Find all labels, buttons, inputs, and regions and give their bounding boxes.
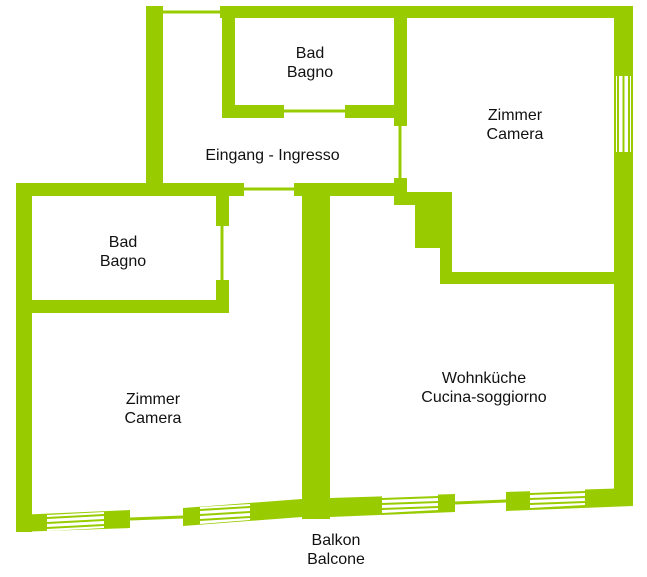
wall-bedroom-right-inner bbox=[440, 196, 452, 284]
window-right-wall bbox=[616, 76, 631, 152]
wall-bath-top-bottom-a bbox=[222, 105, 284, 118]
wall-central bbox=[302, 183, 330, 519]
wall-top bbox=[220, 6, 633, 18]
label-bath-left-de: Bad bbox=[108, 234, 138, 251]
label-kitchen-living: Wohnküche Cucina-soggiorno bbox=[404, 369, 564, 407]
label-bedroom-left-it: Camera bbox=[124, 410, 182, 427]
label-bedroom-left-de: Zimmer bbox=[125, 391, 181, 408]
wall-entrance-corner bbox=[146, 6, 163, 18]
wall-left bbox=[16, 183, 32, 532]
balcony-line-a bbox=[129, 515, 184, 521]
label-kitchen-living-de: Wohnküche bbox=[441, 370, 527, 387]
wall-bath-left-right-a bbox=[216, 183, 229, 226]
wall-bedroom-right-bottom bbox=[440, 272, 633, 284]
wall-bath-top-right bbox=[394, 10, 407, 126]
label-bedroom-right-de: Zimmer bbox=[487, 107, 543, 124]
wall-bath-left-bottom bbox=[16, 300, 229, 313]
window-bottom-1 bbox=[46, 512, 105, 531]
label-bath-top-de: Bad bbox=[295, 45, 325, 62]
balcony-line-b bbox=[454, 499, 507, 505]
label-bath-top: Bad Bagno bbox=[260, 44, 360, 82]
window-bottom-2 bbox=[199, 504, 251, 524]
label-entrance: Eingang - Ingresso bbox=[180, 146, 365, 165]
label-entrance-name: Eingang - Ingresso bbox=[205, 147, 340, 164]
label-bedroom-right: Zimmer Camera bbox=[455, 106, 575, 144]
label-balcony-it: Balcone bbox=[307, 551, 365, 568]
label-bath-left-it: Bagno bbox=[99, 253, 147, 270]
wall-bath-top-left bbox=[222, 10, 235, 118]
label-balcony-de: Balkon bbox=[311, 532, 361, 549]
label-bedroom-left: Zimmer Camera bbox=[93, 390, 213, 428]
label-bedroom-right-it: Camera bbox=[486, 126, 544, 143]
window-bottom-3 bbox=[381, 494, 439, 513]
wall-entrance-left bbox=[146, 6, 163, 190]
wall-bath-top-bottom-b bbox=[345, 105, 403, 118]
label-balcony: Balkon Balcone bbox=[286, 531, 386, 569]
window-bottom-4 bbox=[529, 489, 586, 508]
label-bath-left: Bad Bagno bbox=[73, 233, 173, 271]
label-kitchen-living-it: Cucina-soggiorno bbox=[421, 389, 547, 406]
label-bath-top-it: Bagno bbox=[286, 64, 334, 81]
openings bbox=[46, 10, 631, 531]
wall-left-top bbox=[16, 183, 244, 196]
